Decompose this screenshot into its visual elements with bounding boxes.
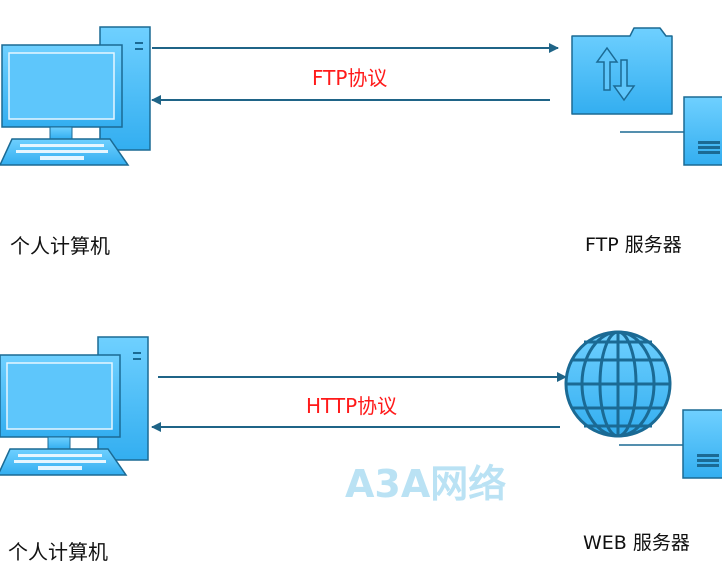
server-label: FTP 服务器 <box>585 234 682 256</box>
globe-icon <box>564 330 672 438</box>
client-label: 个人计算机 <box>8 540 108 564</box>
watermark-logo: A3A网络 <box>345 462 507 506</box>
protocol-label: FTP协议 <box>312 66 388 90</box>
protocol-label: HTTP协议 <box>306 394 398 418</box>
client-computer-icon <box>0 336 149 476</box>
server-label: WEB 服务器 <box>583 532 690 554</box>
client-label: 个人计算机 <box>10 234 110 258</box>
client-computer-icon <box>0 26 151 166</box>
folder-transfer-icon <box>571 27 673 115</box>
